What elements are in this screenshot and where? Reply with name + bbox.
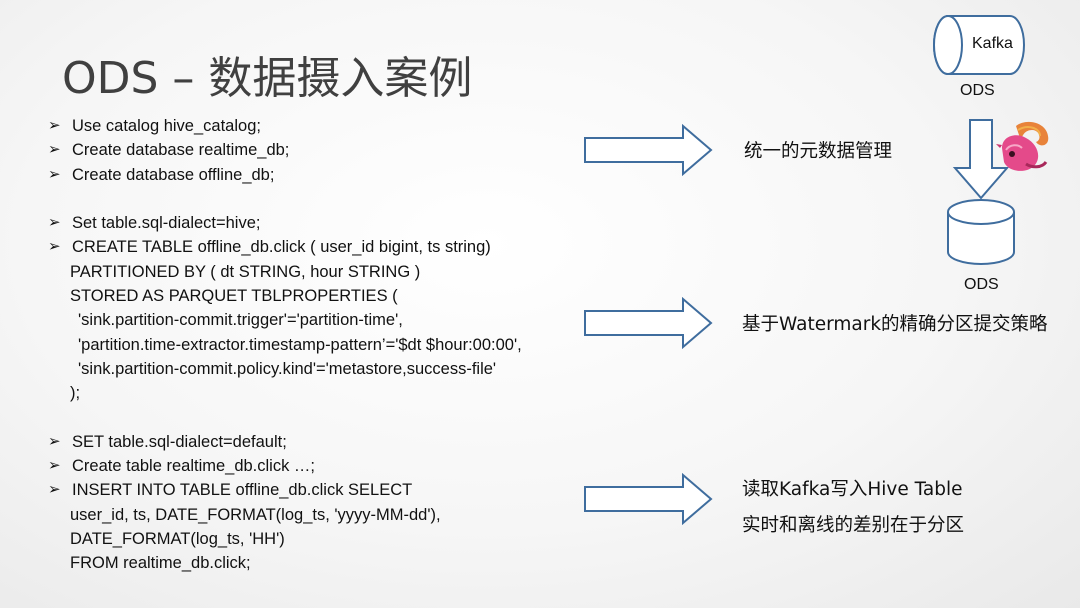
code-line: ➢Set table.sql-dialect=hive; (48, 211, 638, 235)
right-arrow-icon (584, 124, 713, 176)
annotation-kafka-hive: 读取Kafka写入Hive Table (742, 479, 963, 500)
code-line: ); (70, 384, 81, 403)
code-line: ➢Use catalog hive_catalog; (48, 114, 638, 138)
bullet-arrow-icon: ➢ (48, 457, 61, 475)
kafka-cylinder-icon (933, 15, 1025, 75)
kafka-label: Kafka (972, 35, 1013, 52)
code-line: DATE_FORMAT(log_ts, 'HH') (70, 530, 285, 549)
bullet-arrow-icon: ➢ (48, 165, 61, 183)
code-line: ➢Create database realtime_db; (48, 138, 638, 162)
code-line: PARTITIONED BY ( dt STRING, hour STRING … (70, 262, 421, 281)
code-line: ➢SET table.sql-dialect=default; (48, 430, 638, 454)
annotation-partition-diff: 实时和离线的差别在于分区 (742, 515, 965, 536)
code-line: ➢Create table realtime_db.click …; (48, 454, 638, 478)
code-line: ➢Create database offline_db; (48, 163, 638, 187)
right-arrow-icon (584, 297, 713, 349)
bullet-arrow-icon: ➢ (48, 481, 61, 499)
ods-bottom-label: ODS (964, 276, 999, 293)
database-cylinder-icon (947, 199, 1015, 265)
code-line: user_id, ts, DATE_FORMAT(log_ts, 'yyyy-M… (70, 505, 441, 524)
code-line: STORED AS PARQUET TBLPROPERTIES ( (70, 287, 398, 306)
bullet-arrow-icon: ➢ (48, 238, 61, 256)
code-line: FROM realtime_db.click; (70, 554, 251, 573)
code-line: 'sink.partition-commit.trigger'='partiti… (78, 311, 403, 330)
right-arrow-icon (584, 473, 713, 525)
code-line: 'partition.time-extractor.timestamp-patt… (78, 335, 522, 354)
bullet-arrow-icon: ➢ (48, 141, 61, 159)
code-line: ➢CREATE TABLE offline_db.click ( user_id… (48, 235, 638, 259)
annotation-metadata: 统一的元数据管理 (744, 141, 893, 162)
ods-top-label: ODS (960, 82, 995, 99)
flink-squirrel-logo (996, 121, 1049, 171)
code-line: ➢INSERT INTO TABLE offline_db.click SELE… (48, 478, 638, 502)
slide-title: ODS – 数据摄入案例 (62, 53, 473, 104)
sql-code-block: ➢Use catalog hive_catalog; ➢Create datab… (48, 114, 638, 576)
code-line: 'sink.partition-commit.policy.kind'='met… (78, 359, 497, 378)
bullet-arrow-icon: ➢ (48, 214, 61, 232)
annotation-watermark: 基于Watermark的精确分区提交策略 (742, 314, 1048, 335)
bullet-arrow-icon: ➢ (48, 432, 61, 450)
down-arrow-icon (952, 119, 1010, 200)
bullet-arrow-icon: ➢ (48, 117, 61, 134)
